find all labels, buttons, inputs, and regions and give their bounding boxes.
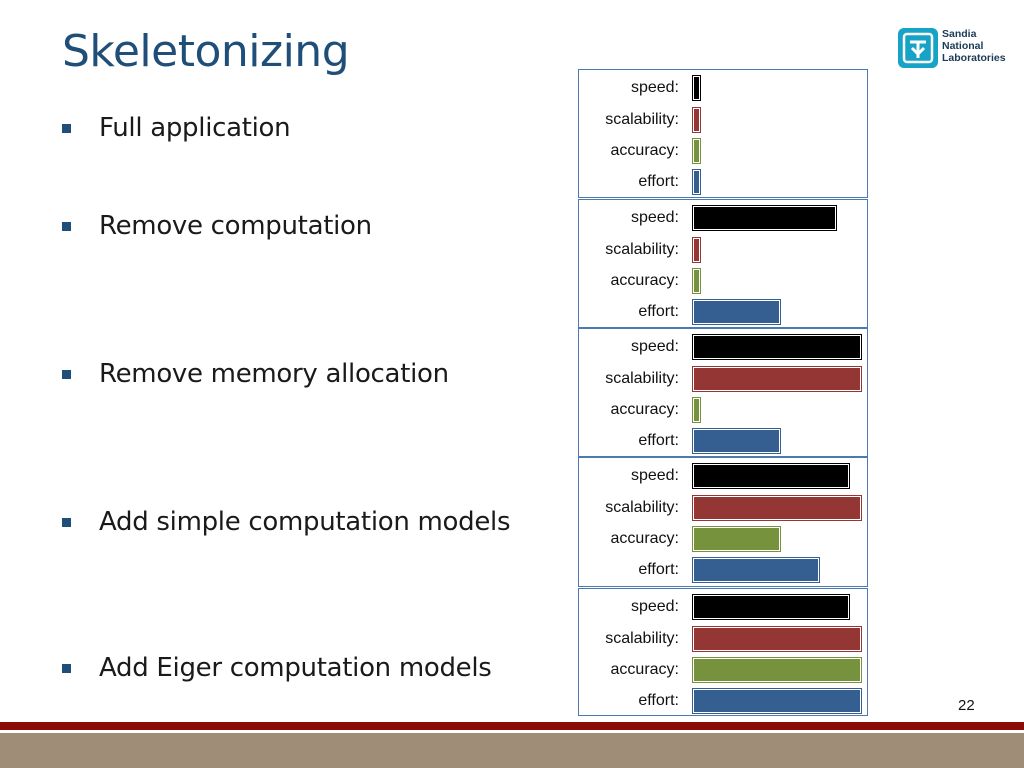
category-label: accuracy: (610, 661, 679, 678)
category-label: accuracy: (610, 401, 679, 418)
category-label: speed: (630, 209, 679, 226)
category-label: speed: (630, 338, 679, 355)
chart-row: accuracy: (579, 657, 869, 683)
footer-band (0, 733, 1024, 768)
chart-panel: speed: scalability: accuracy: effort: (578, 588, 868, 716)
category-label: accuracy: (610, 272, 679, 289)
bar-speed (692, 463, 850, 489)
bar-scalability (692, 495, 862, 521)
bullet-text: Remove memory allocation (99, 359, 449, 389)
bar-effort (692, 169, 701, 195)
chart-row: effort: (579, 169, 869, 195)
chart-row: accuracy: (579, 138, 869, 164)
bar-accuracy (692, 138, 701, 164)
bar-scalability (692, 626, 862, 652)
logo-line-2: National (942, 40, 984, 52)
logo-line-3: Laboratories (942, 52, 1006, 64)
chart-panel: speed: scalability: accuracy: effort: (578, 457, 868, 587)
footer-accent-line (0, 722, 1024, 730)
category-label: effort: (638, 561, 679, 578)
category-label: effort: (638, 692, 679, 709)
bar-speed (692, 594, 850, 620)
chart-row: scalability: (579, 495, 869, 521)
chart-panel: speed: scalability: accuracy: effort: (578, 69, 868, 198)
bullet-text: Remove computation (99, 211, 372, 241)
bar-accuracy (692, 268, 701, 294)
logo-line-1: Sandia (942, 28, 977, 40)
chart-row: effort: (579, 688, 869, 714)
category-label: speed: (630, 467, 679, 484)
chart-row: accuracy: (579, 268, 869, 294)
chart-row: speed: (579, 594, 869, 620)
category-label: speed: (630, 79, 679, 96)
chart-row: scalability: (579, 626, 869, 652)
chart-row: scalability: (579, 237, 869, 263)
bar-effort (692, 299, 781, 325)
chart-row: scalability: (579, 107, 869, 133)
chart-row: accuracy: (579, 526, 869, 552)
bullet-text: Full application (99, 113, 291, 143)
chart-row: effort: (579, 428, 869, 454)
bullet-marker-icon (62, 517, 71, 527)
category-label: accuracy: (610, 530, 679, 547)
chart-row: speed: (579, 463, 869, 489)
bullet-item: Add simple computation models (62, 506, 511, 538)
category-label: scalability: (605, 499, 679, 516)
chart-row: effort: (579, 299, 869, 325)
bar-speed (692, 334, 862, 360)
bar-scalability (692, 107, 701, 133)
bullet-marker-icon (62, 221, 71, 231)
bar-accuracy (692, 397, 701, 423)
chart-panel: speed: scalability: accuracy: effort: (578, 199, 868, 328)
bar-speed (692, 205, 837, 231)
bullet-marker-icon (62, 663, 71, 673)
chart-row: speed: (579, 75, 869, 101)
category-label: scalability: (605, 111, 679, 128)
bar-effort (692, 688, 862, 714)
chart-row: effort: (579, 557, 869, 583)
chart-panel: speed: scalability: accuracy: effort: (578, 328, 868, 457)
category-label: scalability: (605, 630, 679, 647)
bar-accuracy (692, 657, 862, 683)
bullet-item: Remove memory allocation (62, 358, 449, 390)
bullet-item: Full application (62, 112, 291, 144)
bullet-marker-icon (62, 369, 71, 379)
bullet-item: Remove computation (62, 210, 372, 242)
bar-accuracy (692, 526, 781, 552)
sandia-logo: Sandia National Laboratories (898, 26, 1006, 70)
category-label: scalability: (605, 370, 679, 387)
category-label: effort: (638, 303, 679, 320)
bullet-text: Add simple computation models (99, 507, 511, 537)
category-label: speed: (630, 598, 679, 615)
slide-title: Skeletonizing (62, 26, 350, 77)
page-number: 22 (958, 697, 975, 714)
chart-row: speed: (579, 334, 869, 360)
category-label: scalability: (605, 241, 679, 258)
bar-scalability (692, 366, 862, 392)
logo-wordmark: Sandia National Laboratories (942, 28, 1006, 64)
bullet-item: Add Eiger computation models (62, 652, 492, 684)
sandia-thunderbird-icon (898, 28, 938, 68)
category-label: effort: (638, 432, 679, 449)
bar-effort (692, 557, 820, 583)
chart-row: scalability: (579, 366, 869, 392)
category-label: effort: (638, 173, 679, 190)
bullet-text: Add Eiger computation models (99, 653, 492, 683)
bullet-marker-icon (62, 123, 71, 133)
bar-effort (692, 428, 781, 454)
chart-row: speed: (579, 205, 869, 231)
chart-row: accuracy: (579, 397, 869, 423)
bar-speed (692, 75, 701, 101)
category-label: accuracy: (610, 142, 679, 159)
bar-scalability (692, 237, 701, 263)
